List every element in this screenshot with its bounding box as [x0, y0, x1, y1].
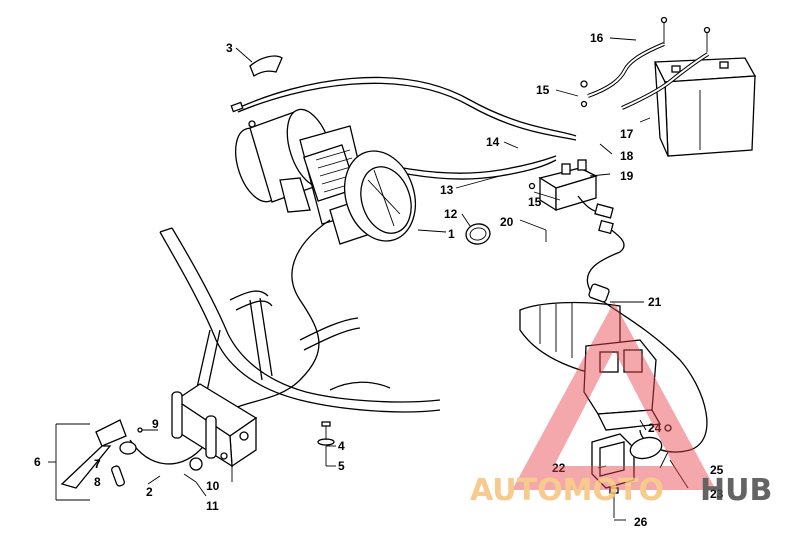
winch-switch — [60, 419, 158, 489]
leader-lines — [48, 37, 689, 521]
callout-25: 25 — [710, 463, 724, 477]
winch — [234, 108, 416, 245]
callout-11: 11 — [206, 499, 219, 513]
callout-24: 24 — [648, 421, 662, 435]
cable-clamp — [465, 223, 491, 245]
handlebar-controls — [519, 219, 708, 453]
callout-22: 22 — [552, 461, 566, 475]
callout-10: 10 — [206, 479, 220, 493]
callout-20: 20 — [500, 215, 514, 229]
callout-13: 13 — [440, 183, 454, 197]
callout-1: 1 — [448, 227, 455, 241]
watermark-triangle — [512, 302, 716, 490]
watermark-text-dark: HUB — [700, 473, 772, 508]
callout-12: 12 — [444, 207, 458, 221]
callout-numbers: 3 1 12 13 14 15 15 20 16 17 18 19 21 6 7… — [34, 31, 724, 529]
battery-cables — [587, 16, 711, 110]
switch-mount — [171, 383, 258, 471]
callout-9: 9 — [152, 417, 159, 431]
callout-14: 14 — [486, 135, 500, 149]
callout-8: 8 — [94, 475, 101, 489]
callout-4: 4 — [338, 439, 345, 453]
vehicle-frame — [159, 227, 441, 413]
callout-3: 3 — [226, 41, 233, 55]
callout-19: 19 — [620, 169, 634, 183]
watermark-logo: AUTOMOTO HUB — [470, 302, 772, 508]
callout-23: 23 — [710, 487, 724, 501]
callout-15-lower: 15 — [528, 195, 542, 209]
bolt-4 — [317, 421, 335, 446]
callout-16: 16 — [590, 31, 604, 45]
callout-17: 17 — [620, 127, 634, 141]
solenoid — [528, 80, 614, 219]
callout-5: 5 — [338, 459, 345, 473]
callout-18: 18 — [620, 149, 634, 163]
watermark-text-light: AUTOMOTO — [470, 473, 664, 508]
battery — [653, 57, 757, 157]
callout-6: 6 — [34, 455, 41, 469]
callout-2: 2 — [146, 485, 153, 499]
callout-21: 21 — [648, 295, 662, 309]
callout-15-upper: 15 — [536, 83, 550, 97]
callout-26: 26 — [634, 515, 648, 529]
callout-7: 7 — [94, 457, 101, 471]
winch-cover — [249, 55, 283, 77]
control-bracket — [591, 424, 672, 518]
